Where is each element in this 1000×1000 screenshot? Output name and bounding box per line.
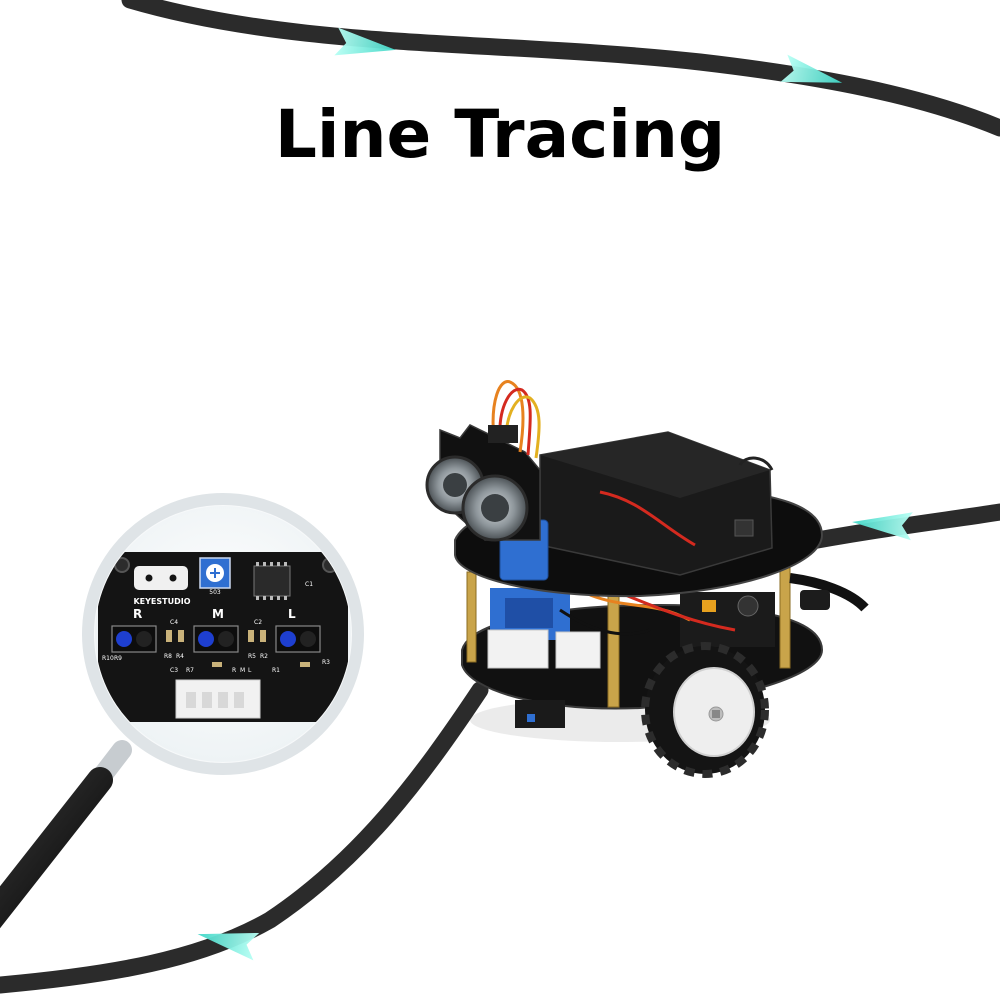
direction-arrow-icon [197, 932, 260, 961]
channel-label-r: R [133, 607, 142, 621]
brand-label: KEYESTUDIO [133, 597, 190, 606]
svg-text:R9: R9 [114, 655, 122, 662]
track-line-top [121, 0, 1000, 137]
svg-text:R1: R1 [272, 667, 280, 674]
svg-text:R10: R10 [102, 655, 114, 662]
svg-text:C3: C3 [170, 667, 178, 674]
channel-label-l: L [288, 607, 296, 621]
svg-text:R3: R3 [322, 659, 330, 666]
line-tracking-sensor-module: KEYESTUDIO 503 C1 R M L C4 R8 [98, 552, 348, 722]
svg-text:C1: C1 [305, 581, 313, 588]
svg-text:503: 503 [209, 589, 221, 596]
channel-label-m: M [212, 607, 224, 621]
magnifying-glass-icon: KEYESTUDIO 503 C1 R M L C4 R8 [0, 493, 364, 929]
direction-arrow-icon [334, 27, 396, 56]
svg-text:R8: R8 [164, 653, 172, 660]
svg-text:R7: R7 [186, 667, 194, 674]
wheel [641, 642, 769, 778]
svg-text:R4: R4 [176, 653, 184, 660]
direction-arrow-icon [780, 54, 843, 83]
track-line-bottom [0, 681, 489, 994]
ir-sensor-left [275, 625, 321, 653]
svg-text:R2: R2 [260, 653, 268, 660]
svg-text:C2: C2 [254, 619, 262, 626]
svg-text:M: M [240, 667, 245, 674]
robot-car-illustration [425, 380, 869, 778]
ultrasonic-sensor-eyes [425, 455, 529, 542]
svg-text:R5: R5 [248, 653, 256, 660]
direction-arrow-icon [852, 512, 913, 541]
ir-sensor-right [111, 625, 157, 653]
ir-sensor-middle [193, 625, 239, 653]
svg-text:R: R [232, 667, 236, 674]
page-title: Line Tracing [274, 96, 726, 173]
svg-text:L: L [248, 667, 252, 674]
svg-text:C4: C4 [170, 619, 178, 626]
